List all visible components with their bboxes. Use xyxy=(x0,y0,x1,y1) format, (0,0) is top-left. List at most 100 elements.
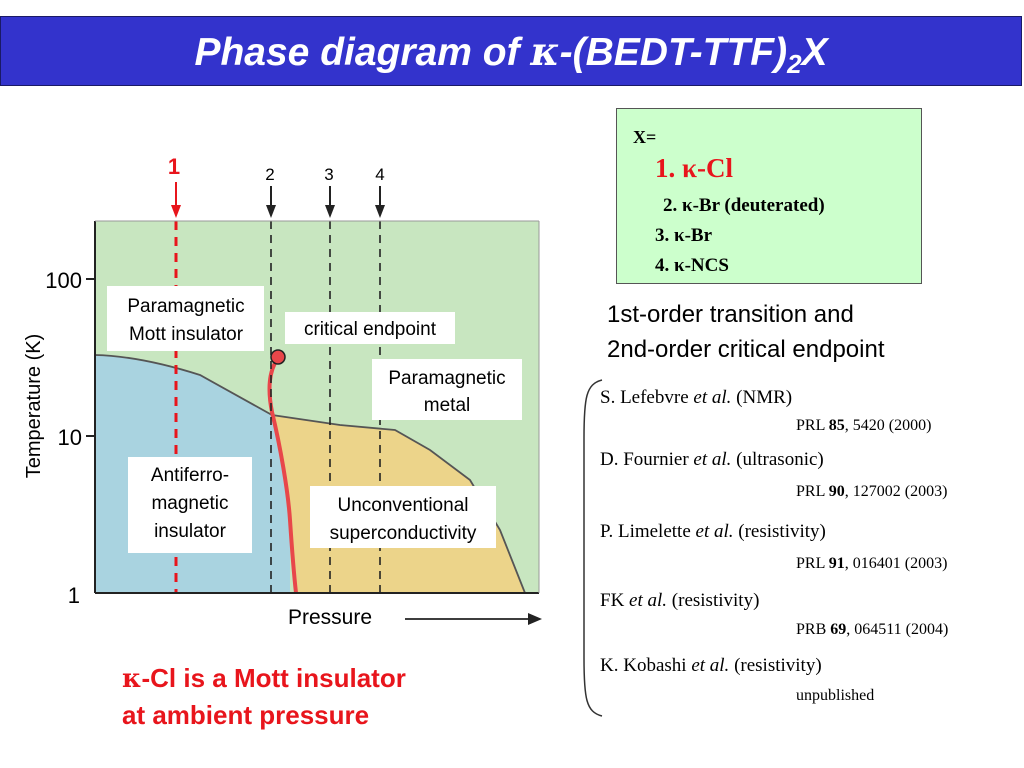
ref-4-citation: FK et al. (resistivity) xyxy=(600,590,759,612)
label-critical-endpoint: critical endpoint xyxy=(285,312,455,344)
ref-2-journal-name: PRL xyxy=(796,483,825,500)
x-item-4-name: -NCS xyxy=(684,255,729,276)
x-item-2-name: -Br (deuterated) xyxy=(692,195,825,216)
ref-2-etal: et al. xyxy=(693,449,732,470)
x-axis-label: Pressure xyxy=(288,606,372,629)
ref-2-authors: D. Fournier xyxy=(600,449,689,470)
label-superconductivity: Unconventional superconductivity xyxy=(310,486,496,548)
ref-3-volume: 91 xyxy=(828,555,845,572)
ref-3-method: (resistivity) xyxy=(738,521,826,542)
transition-note-line1: 1st-order transition and xyxy=(607,301,854,328)
x-item-4-kappa: κ xyxy=(674,255,685,276)
sample-1-label: 1 xyxy=(168,154,180,179)
paramagnetic-metal-line2: metal xyxy=(424,395,470,416)
ref-2-journal: PRL 90, 127002 (2003) xyxy=(796,483,947,501)
conclusion-text: κ-Cl is a Mott insulator at ambient pres… xyxy=(122,660,406,733)
title-bar: Phase diagram of κ-(BEDT-TTF)2X xyxy=(0,16,1022,86)
ref-5-note: unpublished xyxy=(796,687,875,704)
ref-1-etal: et al. xyxy=(693,387,732,408)
conclusion-line1-text: -Cl is a Mott insulator xyxy=(141,663,406,693)
title-kappa: κ xyxy=(530,29,560,75)
x-item-2-kappa: κ xyxy=(682,195,693,216)
transition-note: 1st-order transition and 2nd-order criti… xyxy=(607,297,885,367)
sample-3-arrowhead xyxy=(325,205,335,218)
ref-1-pages: , 5420 (2000) xyxy=(844,417,932,434)
conclusion-line1: κ-Cl is a Mott insulator xyxy=(122,660,406,697)
x-item-1-num: 1. xyxy=(655,153,676,183)
label-paramagnetic-metal: Paramagnetic metal xyxy=(372,359,522,420)
paramagnetic-mott-line1: Paramagnetic xyxy=(127,296,244,317)
x-item-1: 1. κ-Cl xyxy=(655,153,733,184)
ref-4-volume: 69 xyxy=(830,621,847,638)
y-tick-label-1: 1 xyxy=(68,583,80,608)
ref-2-volume: 90 xyxy=(828,483,845,500)
x-item-1-kappa: κ xyxy=(682,153,697,183)
x-item-4-num: 4. xyxy=(655,255,670,276)
phase-boundary xyxy=(94,354,526,594)
ref-3-authors: P. Limelette xyxy=(600,521,691,542)
ref-1-journal-name: PRL xyxy=(796,417,825,434)
title-formula: -(BEDT-TTF) xyxy=(559,31,788,74)
x-item-3-kappa: κ xyxy=(674,225,685,246)
ref-5-authors: K. Kobashi xyxy=(600,655,687,676)
ref-1-journal: PRL 85, 5420 (2000) xyxy=(796,417,931,435)
superconductivity-line2: superconductivity xyxy=(330,523,477,544)
ref-2-citation: D. Fournier et al. (ultrasonic) xyxy=(600,449,824,471)
superconductivity-line1: Unconventional xyxy=(338,495,469,516)
x-legend-box: X= 1. κ-Cl 2. κ-Br (deuterated) 3. κ-Br … xyxy=(616,108,922,284)
sample-3-label: 3 xyxy=(324,165,333,184)
y-axis-label: Temperature (K) xyxy=(23,334,45,479)
phase-diagram: 100 10 1 Temperature (K) Pressure 1 2 3 … xyxy=(23,154,542,629)
ref-5-etal: et al. xyxy=(691,655,730,676)
ref-4-journal-name: PRB xyxy=(796,621,827,638)
sample-1-arrowhead xyxy=(171,205,181,218)
critical-endpoint-text: critical endpoint xyxy=(304,319,437,340)
ref-3-journal: PRL 91, 016401 (2003) xyxy=(796,555,947,573)
title-prefix: Phase diagram of xyxy=(194,31,531,74)
x-item-2: 2. κ-Br (deuterated) xyxy=(663,195,825,217)
x-item-2-num: 2. xyxy=(663,195,678,216)
x-item-3: 3. κ-Br xyxy=(655,225,712,247)
x-item-3-num: 3. xyxy=(655,225,670,246)
ref-4-method: (resistivity) xyxy=(671,590,760,611)
ref-3-journal-name: PRL xyxy=(796,555,825,572)
ref-1-citation: S. Lefebvre et al. (NMR) xyxy=(600,387,792,409)
y-tick-label-100: 100 xyxy=(45,268,82,293)
critical-endpoint-marker xyxy=(270,349,286,365)
label-antiferro: Antiferro- magnetic insulator xyxy=(128,457,252,553)
transition-note-line2: 2nd-order critical endpoint xyxy=(607,336,885,363)
sample-2-label: 2 xyxy=(265,165,274,184)
first-order-line xyxy=(267,356,298,594)
ref-3-citation: P. Limelette et al. (resistivity) xyxy=(600,521,826,543)
y-tick-label-10: 10 xyxy=(58,425,82,450)
paramagnetic-metal-line1: Paramagnetic xyxy=(388,368,505,389)
title-suffix: X xyxy=(801,31,828,74)
title-subscript: 2 xyxy=(787,49,802,79)
ref-4-pages: , 064511 (2004) xyxy=(846,621,949,638)
ref-2-method: (ultrasonic) xyxy=(736,449,824,470)
sample-4-label: 4 xyxy=(375,165,384,184)
references-brace xyxy=(583,379,603,717)
pressure-arrow-head xyxy=(528,613,542,625)
ref-1-authors: S. Lefebvre xyxy=(600,387,689,408)
ref-1-method: (NMR) xyxy=(736,387,793,408)
sample-4-arrowhead xyxy=(375,205,385,218)
ref-3-etal: et al. xyxy=(695,521,734,542)
antiferro-line1: Antiferro- xyxy=(151,465,229,486)
sample-2-arrowhead xyxy=(266,205,276,218)
ref-5-citation: K. Kobashi et al. (resistivity) xyxy=(600,655,822,677)
label-paramagnetic-mott: Paramagnetic Mott insulator xyxy=(107,286,264,351)
x-item-3-name: -Br xyxy=(684,225,712,246)
ref-5-method: (resistivity) xyxy=(734,655,822,676)
paramagnetic-mott-line2: Mott insulator xyxy=(129,324,244,345)
ref-3-pages: , 016401 (2003) xyxy=(844,555,948,572)
ref-1-volume: 85 xyxy=(828,417,845,434)
x-item-1-name: -Cl xyxy=(697,153,733,183)
ref-4-journal: PRB 69, 064511 (2004) xyxy=(796,621,948,639)
conclusion-line2: at ambient pressure xyxy=(122,700,370,730)
slide-title: Phase diagram of κ-(BEDT-TTF)2X xyxy=(1,17,1021,87)
antiferro-line3: insulator xyxy=(154,521,226,542)
conclusion-kappa: κ xyxy=(122,664,142,694)
antiferro-line2: magnetic xyxy=(151,493,228,514)
ref-4-authors: FK xyxy=(600,590,625,611)
